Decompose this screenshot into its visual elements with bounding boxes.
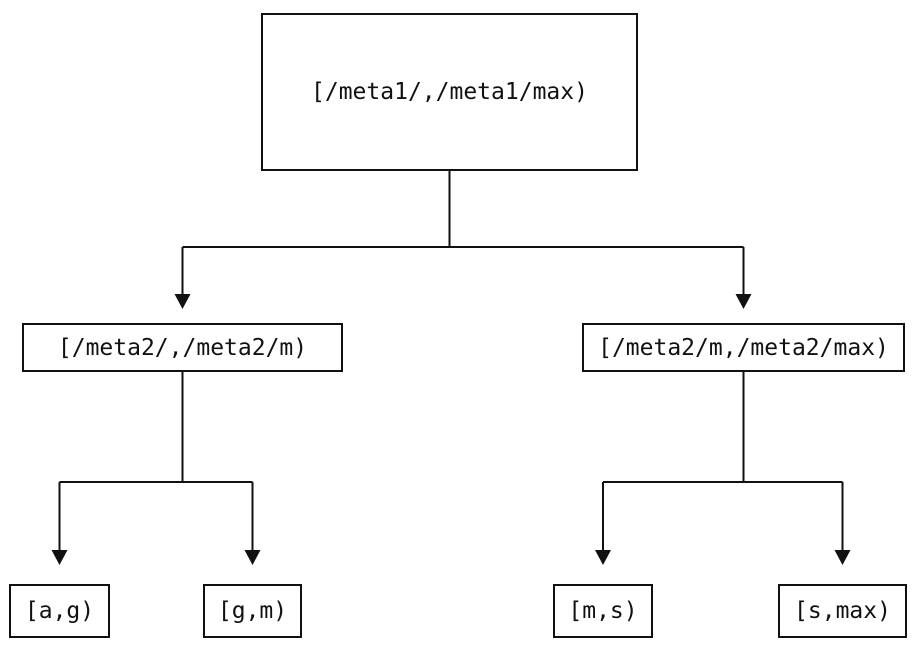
arrow-down-icon (51, 550, 68, 565)
node-leaf-ag: [a,g) (9, 584, 110, 638)
node-meta2-high: [/meta2/m,/meta2/max) (582, 323, 905, 372)
arrow-down-icon (174, 294, 191, 309)
node-leaf-smax-label: [s,max) (794, 598, 891, 624)
node-meta2-low-label: [/meta2/,/meta2/m) (57, 334, 308, 361)
arrow-down-icon (834, 550, 851, 565)
edge-root-to-children (174, 171, 752, 309)
node-root-label: [/meta1/,/meta1/max) (311, 79, 588, 105)
node-leaf-ms-label: [m,s) (568, 598, 638, 624)
node-leaf-ms: [m,s) (553, 584, 653, 638)
node-leaf-gm-label: [g,m) (217, 598, 288, 624)
arrow-down-icon (735, 294, 752, 309)
arrow-down-icon (595, 550, 611, 565)
node-meta2-low: [/meta2/,/meta2/m) (22, 323, 343, 372)
node-leaf-smax: [s,max) (778, 584, 907, 638)
arrow-down-icon (244, 550, 261, 565)
edge-left-to-leaves (51, 372, 261, 565)
node-leaf-gm: [g,m) (203, 584, 302, 638)
node-leaf-ag-label: [a,g) (24, 598, 95, 624)
node-root: [/meta1/,/meta1/max) (261, 13, 638, 171)
node-meta2-high-label: [/meta2/m,/meta2/max) (598, 334, 889, 361)
edge-right-to-leaves (595, 372, 851, 565)
